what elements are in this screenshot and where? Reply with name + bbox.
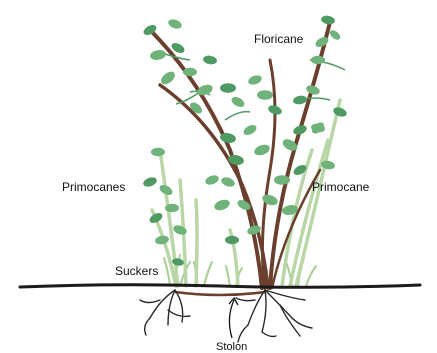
leaf	[328, 28, 342, 41]
root	[238, 325, 248, 342]
leaf	[142, 176, 158, 189]
root	[150, 290, 175, 318]
primocane-label: Primocane	[312, 181, 369, 193]
leaf	[149, 49, 166, 61]
root	[175, 290, 183, 322]
grass-blade	[226, 266, 230, 286]
soil-line	[20, 285, 420, 288]
root	[236, 298, 255, 301]
roots	[140, 290, 312, 342]
leaf	[274, 175, 290, 185]
leaf	[225, 236, 239, 244]
side-twig	[225, 112, 250, 120]
soil-line	[20, 285, 420, 288]
root	[262, 332, 276, 337]
leaf	[220, 83, 236, 93]
leaf	[257, 90, 273, 100]
primocane-stem	[160, 150, 178, 286]
leaf	[320, 15, 335, 26]
root	[292, 318, 312, 328]
pointer-arrows	[229, 298, 238, 338]
leaf	[167, 18, 183, 31]
leaf	[172, 224, 188, 237]
leaf	[311, 56, 325, 64]
leaf	[213, 198, 231, 212]
root	[262, 290, 266, 332]
leaf	[165, 204, 179, 212]
grass-blade	[204, 262, 212, 286]
leaf	[204, 174, 220, 187]
primocanes-label: Primocanes	[62, 181, 125, 193]
root	[168, 310, 190, 316]
suckers-label: Suckers	[115, 265, 158, 277]
leaf	[196, 83, 214, 97]
leaf	[253, 143, 271, 157]
leaf	[151, 148, 165, 156]
stolon-arrow-line	[229, 300, 234, 338]
leaf	[220, 176, 236, 189]
primocane-stem	[196, 200, 197, 286]
leaf	[242, 123, 258, 137]
root	[265, 290, 305, 300]
root	[248, 290, 265, 325]
floricane-label: Floricane	[254, 33, 303, 45]
grass-blade	[306, 266, 316, 286]
leaf	[202, 55, 217, 66]
leaf	[183, 68, 197, 76]
leaf	[292, 95, 307, 106]
root	[280, 305, 300, 336]
leaf	[154, 235, 169, 246]
leaf	[247, 74, 263, 87]
root	[140, 300, 160, 303]
stolon-label: Stolon	[216, 342, 247, 353]
stolon-runner	[175, 292, 265, 295]
leaf	[230, 95, 246, 109]
root	[145, 318, 150, 335]
